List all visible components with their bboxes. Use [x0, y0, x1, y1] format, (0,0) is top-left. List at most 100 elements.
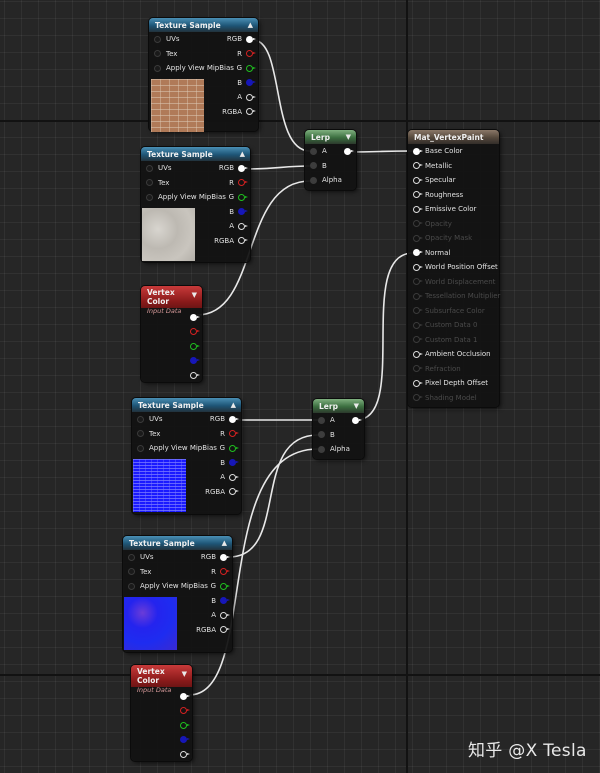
- r-output-pin[interactable]: [220, 568, 230, 576]
- rgb-output-pin[interactable]: [180, 692, 190, 700]
- lerp-output-pin[interactable]: [344, 147, 354, 155]
- lerp-node-2[interactable]: Lerp ▼ A B Alpha: [313, 399, 364, 459]
- a-output-pin[interactable]: [190, 371, 200, 379]
- normal-pin[interactable]: [413, 249, 423, 257]
- g-output-pin[interactable]: [238, 193, 248, 201]
- node-header[interactable]: Vertex Color Input Data ▼: [141, 286, 202, 315]
- rgb-output-pin[interactable]: [238, 164, 248, 172]
- pin-label: B: [322, 161, 327, 170]
- pin-tex[interactable]: [146, 179, 153, 187]
- vertex-color-node-1[interactable]: Vertex Color Input Data ▼: [141, 286, 202, 382]
- rgba-output-pin[interactable]: [246, 108, 256, 116]
- emissive-color-pin[interactable]: [413, 205, 423, 213]
- g-output-pin[interactable]: [180, 721, 190, 729]
- a-output-pin[interactable]: [180, 750, 190, 758]
- node-header[interactable]: Texture Sample ▲: [123, 536, 232, 550]
- pin-label: R: [237, 49, 242, 58]
- a-output-pin[interactable]: [246, 93, 256, 101]
- pin-tex[interactable]: [154, 50, 161, 58]
- rgba-output-pin[interactable]: [220, 626, 230, 634]
- expand-arrow-icon[interactable]: ▼: [353, 402, 359, 410]
- pin-apply-view-mipbias[interactable]: [137, 444, 144, 452]
- specular-pin[interactable]: [413, 176, 423, 184]
- rgb-output-pin[interactable]: [229, 415, 239, 423]
- material-result-node[interactable]: Mat_VertexPaint Base Color Metallic Spec…: [408, 130, 500, 407]
- r-output-pin[interactable]: [246, 50, 256, 58]
- collapse-arrow-icon[interactable]: ▲: [239, 150, 245, 158]
- texture-sample-node-1[interactable]: Texture Sample ▲ UVs RGB Tex R Apply Vie…: [149, 18, 258, 132]
- node-header[interactable]: Lerp ▼: [313, 399, 364, 413]
- wire-tex4-rgb-to-lerp2-b: [228, 434, 319, 558]
- pin-tex[interactable]: [137, 430, 144, 438]
- collapse-arrow-icon[interactable]: ▲: [247, 21, 253, 29]
- rgb-output-pin[interactable]: [190, 313, 200, 321]
- b-output-pin[interactable]: [238, 208, 248, 216]
- pin-apply-view-mipbias[interactable]: [154, 64, 161, 72]
- g-output-pin[interactable]: [190, 342, 200, 350]
- roughness-pin[interactable]: [413, 191, 423, 199]
- a-output-pin[interactable]: [229, 473, 239, 481]
- pin-uvs[interactable]: [137, 415, 144, 423]
- texture-sample-node-4[interactable]: Texture Sample ▲ UVs RGB Tex R Apply Vie…: [123, 536, 232, 652]
- pin-b[interactable]: [318, 431, 325, 439]
- rgba-output-pin[interactable]: [229, 488, 239, 496]
- b-output-pin[interactable]: [229, 459, 239, 467]
- pixel-depth-offset-pin[interactable]: [413, 379, 423, 387]
- texture-sample-node-3[interactable]: Texture Sample ▲ UVs RGB Tex R Apply Vie…: [132, 398, 241, 514]
- node-header[interactable]: Lerp ▼: [305, 130, 356, 144]
- pin-label: Tex: [166, 49, 178, 58]
- b-output-pin[interactable]: [190, 357, 200, 365]
- a-output-pin[interactable]: [220, 611, 230, 619]
- pin-a[interactable]: [310, 147, 317, 155]
- pin-tex[interactable]: [128, 568, 135, 576]
- b-output-pin[interactable]: [220, 597, 230, 605]
- pin-b[interactable]: [310, 162, 317, 170]
- node-header[interactable]: Mat_VertexPaint: [408, 130, 499, 144]
- rgba-output-pin[interactable]: [238, 237, 248, 245]
- pin-alpha[interactable]: [310, 176, 317, 184]
- ambient-occlusion-pin[interactable]: [413, 350, 423, 358]
- lerp-output-pin[interactable]: [352, 416, 362, 424]
- pin-apply-view-mipbias[interactable]: [146, 193, 153, 201]
- vertex-color-node-2[interactable]: Vertex Color Input Data ▼: [131, 665, 192, 761]
- pin-label: G: [210, 582, 216, 591]
- g-output-pin[interactable]: [246, 64, 256, 72]
- pin-uvs[interactable]: [154, 35, 161, 43]
- node-header[interactable]: Texture Sample ▲: [149, 18, 258, 32]
- g-output-pin[interactable]: [220, 582, 230, 590]
- b-output-pin[interactable]: [180, 736, 190, 744]
- b-output-pin[interactable]: [246, 79, 256, 87]
- r-output-pin[interactable]: [190, 328, 200, 336]
- node-header[interactable]: Vertex Color Input Data ▼: [131, 665, 192, 694]
- rgb-output-pin[interactable]: [246, 35, 256, 43]
- pin-uvs[interactable]: [146, 164, 153, 172]
- pin-label: Tex: [158, 178, 170, 187]
- collapse-arrow-icon[interactable]: ▲: [221, 539, 227, 547]
- pin-label: A: [229, 222, 234, 231]
- world-position-offset-pin[interactable]: [413, 263, 423, 271]
- rgb-output-pin[interactable]: [220, 553, 230, 561]
- node-title: Lerp: [311, 132, 330, 142]
- pin-a[interactable]: [318, 416, 325, 424]
- expand-arrow-icon[interactable]: ▼: [345, 133, 351, 141]
- r-output-pin[interactable]: [238, 179, 248, 187]
- collapse-arrow-icon[interactable]: ▲: [230, 401, 236, 409]
- lerp-node-1[interactable]: Lerp ▼ A B Alpha: [305, 130, 356, 190]
- pin-alpha[interactable]: [318, 445, 325, 453]
- r-output-pin[interactable]: [229, 430, 239, 438]
- a-output-pin[interactable]: [238, 222, 248, 230]
- pin-label: Custom Data 1: [425, 335, 478, 344]
- g-output-pin[interactable]: [229, 444, 239, 452]
- r-output-pin[interactable]: [180, 707, 190, 715]
- node-header[interactable]: Texture Sample ▲: [141, 147, 250, 161]
- pin-uvs[interactable]: [128, 553, 135, 561]
- expand-arrow-icon[interactable]: ▼: [181, 670, 187, 678]
- texture-sample-node-2[interactable]: Texture Sample ▲ UVs RGB Tex R Apply Vie…: [141, 147, 250, 262]
- expand-arrow-icon[interactable]: ▼: [191, 291, 197, 299]
- base-color-pin[interactable]: [413, 147, 423, 155]
- pin-label: Tex: [149, 429, 161, 438]
- node-header[interactable]: Texture Sample ▲: [132, 398, 241, 412]
- pin-apply-view-mipbias[interactable]: [128, 582, 135, 590]
- metallic-pin[interactable]: [413, 162, 423, 170]
- pin-label: A: [322, 147, 327, 156]
